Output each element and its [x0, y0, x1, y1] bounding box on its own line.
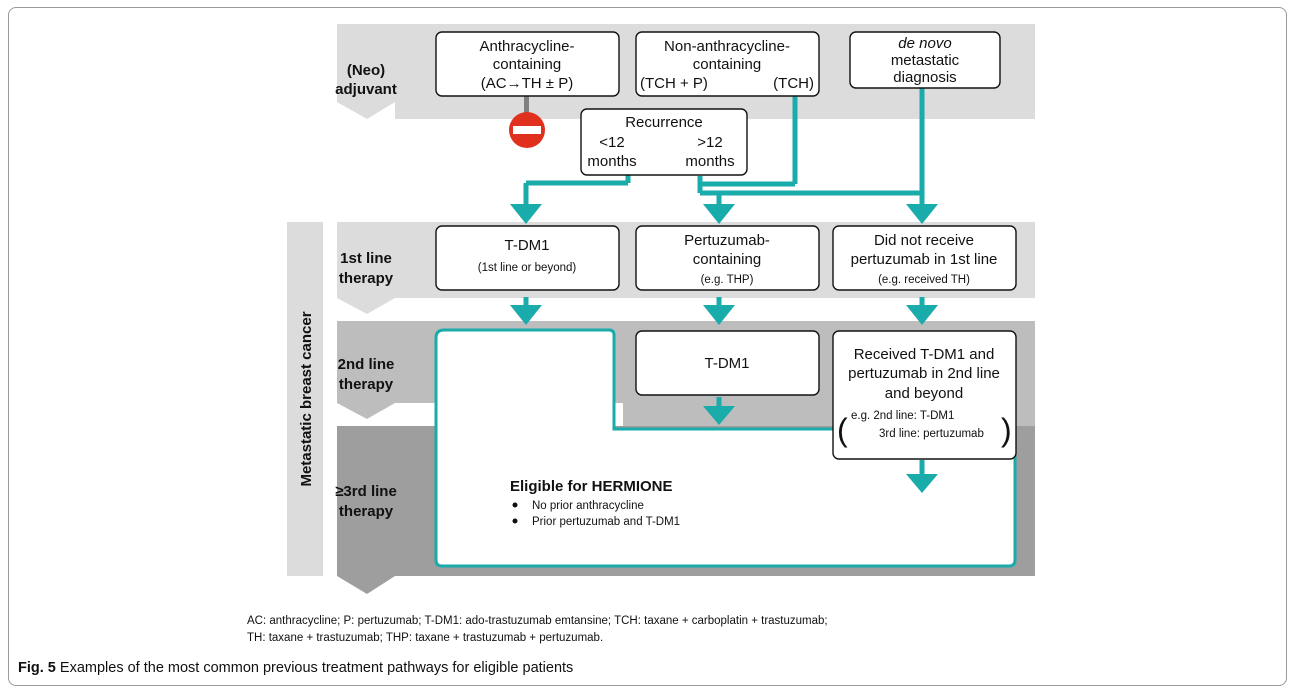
de-novo-line-2: metastatic — [891, 52, 960, 69]
tdm1-first-note: (1st line or beyond) — [478, 262, 577, 274]
tdm1-first-title: T-DM1 — [505, 237, 550, 254]
metastatic-side-label: Metastatic breast cancer — [298, 311, 315, 486]
pertuzumab-line-2: containing — [693, 251, 761, 268]
box-no-pertuzumab: Did not receive pertuzumab in 1st line (… — [832, 225, 1017, 291]
received-both-line-2: pertuzumab in 2nd line — [848, 365, 1000, 382]
recurrence-title: Recurrence — [625, 114, 703, 131]
eg-close-paren: ) — [1001, 412, 1012, 448]
de-novo-line-3: diagnosis — [893, 69, 956, 86]
figure-frame — [8, 7, 1287, 686]
recurrence-gt-2: months — [685, 153, 734, 170]
abbreviations: AC: anthracycline; P: pertuzumab; T-DM1:… — [247, 613, 1007, 647]
row-label-second-line-2: therapy — [339, 376, 394, 393]
box-tdm1-first-line: T-DM1 (1st line or beyond) — [435, 225, 620, 291]
row-label-first-line-2: therapy — [339, 270, 394, 287]
box-anthracycline: Anthracycline- containing (AC→TH ± P) — [435, 31, 620, 97]
non-anthracycline-line-1: Non-anthracycline- — [664, 38, 790, 55]
bullet-dot — [512, 518, 518, 524]
stop-icon — [509, 96, 545, 148]
row-label-third-line-2: therapy — [339, 503, 394, 520]
arrowheads — [510, 204, 938, 493]
no-pertuzumab-note: (e.g. received TH) — [878, 274, 970, 286]
received-both-eg-2: 3rd line: pertuzumab — [879, 428, 984, 440]
box-non-anthracycline: Non-anthracycline- containing (TCH + P) … — [635, 31, 820, 97]
eligible-title: Eligible for HERMIONE — [510, 478, 673, 495]
received-both-eg-1: e.g. 2nd line: T-DM1 — [851, 410, 954, 422]
non-anthracycline-tch: (TCH) — [773, 75, 814, 92]
row-label-third-line-1: ≥3rd line — [335, 483, 397, 500]
anthracycline-line-2: containing — [493, 56, 561, 73]
metastatic-side-bar: Metastatic breast cancer — [287, 222, 323, 576]
row-label-first-line-1: 1st line — [340, 250, 392, 267]
anthracycline-line-1: Anthracycline- — [479, 38, 574, 55]
no-pertuzumab-line-1: Did not receive — [874, 232, 974, 249]
received-both-line-1: Received T-DM1 and — [854, 346, 995, 363]
abbreviations-line-1: AC: anthracycline; P: pertuzumab; T-DM1:… — [247, 615, 828, 627]
recurrence-gt-1: >12 — [697, 134, 722, 151]
row-label-neo-adjuvant-2: adjuvant — [335, 81, 397, 98]
box-tdm1-second-line: T-DM1 — [635, 330, 820, 396]
box-recurrence: Recurrence <12 months >12 months — [580, 108, 748, 176]
eligible-bullet-2: Prior pertuzumab and T-DM1 — [532, 516, 680, 528]
pertuzumab-note: (e.g. THP) — [701, 274, 754, 286]
figure-caption: Fig. 5 Examples of the most common previ… — [18, 660, 573, 676]
row-label-second-line-1: 2nd line — [338, 356, 395, 373]
box-de-novo: de novo metastatic diagnosis — [849, 31, 1001, 89]
pertuzumab-line-1: Pertuzumab- — [684, 232, 770, 249]
anthracycline-line-3: (AC→TH ± P) — [481, 75, 573, 92]
figure-caption-label: Fig. 5 — [18, 660, 56, 676]
received-both-line-3: and beyond — [885, 385, 963, 402]
non-anthracycline-tch-p: (TCH + P) — [640, 75, 708, 92]
box-pertuzumab-containing: Pertuzumab- containing (e.g. THP) — [635, 225, 820, 291]
figure-caption-text: Examples of the most common previous tre… — [59, 660, 574, 676]
tdm1-second-title: T-DM1 — [705, 355, 750, 372]
eligible-criteria: Eligible for HERMIONE No prior anthracyc… — [510, 478, 680, 528]
bullet-dot — [512, 502, 518, 508]
eligible-region — [434, 328, 1017, 568]
box-received-both: Received T-DM1 and pertuzumab in 2nd lin… — [832, 330, 1017, 460]
non-anthracycline-line-2: containing — [693, 56, 761, 73]
de-novo-line-1: de novo — [898, 35, 951, 52]
no-pertuzumab-line-2: pertuzumab in 1st line — [851, 251, 998, 268]
row-label-neo-adjuvant-1: (Neo) — [347, 62, 385, 79]
abbreviations-line-2: TH: taxane + trastuzumab; THP: taxane + … — [247, 632, 604, 644]
recurrence-lt-2: months — [587, 153, 636, 170]
eligible-bullet-1: No prior anthracycline — [532, 500, 644, 512]
recurrence-lt-1: <12 — [599, 134, 624, 151]
eg-open-paren: ( — [837, 412, 848, 448]
